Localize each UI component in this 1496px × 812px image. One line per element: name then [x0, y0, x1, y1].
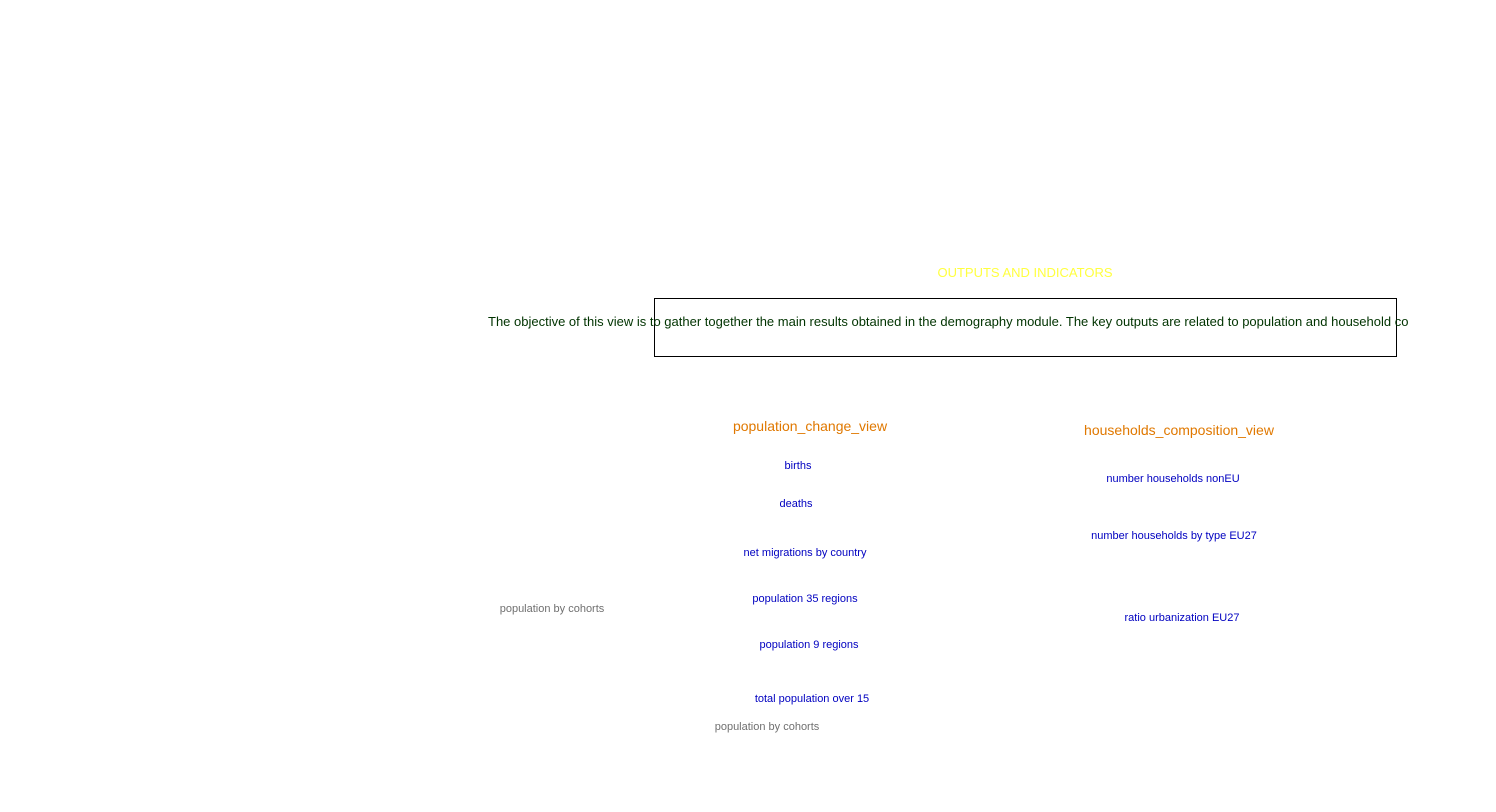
variable-total-population-over-15[interactable]: total population over 15: [754, 693, 870, 705]
variable-ratio-urbanization-eu27[interactable]: ratio urbanization EU27: [1124, 612, 1240, 624]
description-box: [654, 298, 1397, 357]
variable-net-migrations-by-country[interactable]: net migrations by country: [743, 547, 867, 559]
section-title: OUTPUTS AND INDICATORS: [937, 265, 1113, 280]
shadow-variable-population-by-cohorts[interactable]: population by cohorts: [499, 603, 605, 615]
population-change-view-title[interactable]: population_change_view: [732, 418, 888, 434]
variable-population-35-regions[interactable]: population 35 regions: [752, 593, 858, 605]
variable-number-households-noneu[interactable]: number households nonEU: [1106, 473, 1240, 485]
shadow-variable-population-by-cohorts[interactable]: population by cohorts: [714, 721, 820, 733]
variable-births[interactable]: births: [784, 460, 812, 472]
households-composition-view-title[interactable]: households_composition_view: [1084, 422, 1274, 438]
variable-population-9-regions[interactable]: population 9 regions: [759, 639, 859, 651]
description-text: The objective of this view is to gather …: [488, 314, 1409, 329]
variable-number-households-by-type-eu27[interactable]: number households by type EU27: [1091, 530, 1257, 542]
variable-deaths[interactable]: deaths: [779, 498, 813, 510]
